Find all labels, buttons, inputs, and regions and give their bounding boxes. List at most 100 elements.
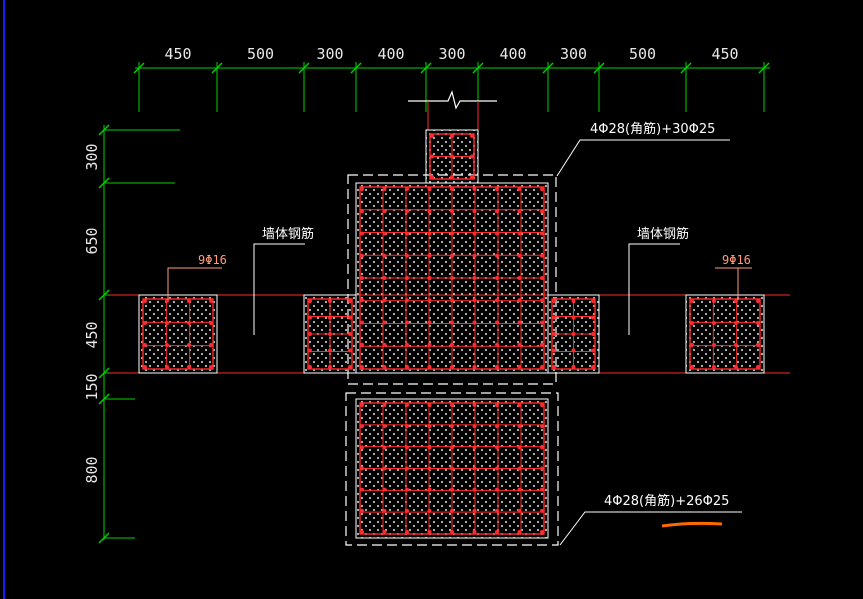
- rebar-dot: [427, 466, 432, 471]
- top-dimension-chain: [133, 62, 770, 112]
- rebar-dot: [405, 253, 409, 258]
- rebar-dot: [382, 487, 387, 492]
- rebar-dot: [382, 231, 387, 236]
- rebar-dot: [427, 403, 432, 407]
- rebar-dot: [540, 424, 544, 429]
- rebar-dot: [328, 299, 332, 303]
- rebar-dot: [382, 424, 387, 429]
- rebar-dot: [450, 134, 454, 138]
- rebar-dot: [360, 298, 364, 303]
- rebar-dot: [382, 466, 387, 471]
- rebar-dot: [360, 187, 364, 191]
- rebar-dot: [209, 365, 213, 369]
- rebar-dot: [472, 231, 477, 236]
- rebar-dot: [360, 320, 364, 325]
- top-dim-label: 300: [560, 45, 587, 63]
- wall-bar-leaders: [167, 267, 752, 300]
- rebar-dot: [495, 253, 499, 258]
- rebar-dot: [571, 365, 576, 369]
- rebar-dot: [450, 403, 454, 407]
- rebar-dot: [450, 154, 454, 159]
- rebar-dot: [472, 187, 477, 191]
- rebar-dot: [143, 365, 147, 369]
- rebar-dot: [405, 508, 409, 513]
- rebar-dot: [495, 445, 499, 450]
- rebar-dot: [517, 403, 522, 407]
- dimension-tick: [593, 62, 605, 74]
- dimension-tick: [472, 62, 484, 74]
- left-dim-label: 450: [83, 321, 101, 348]
- rebar-dot: [690, 321, 694, 325]
- rebar-dot: [517, 276, 522, 280]
- dimension-tick: [350, 62, 362, 74]
- rebar-dot: [430, 175, 434, 179]
- top-dim-label: 450: [164, 45, 191, 63]
- stirrup: [689, 298, 761, 370]
- rebar-dot: [348, 299, 352, 303]
- dimension-tick: [211, 62, 223, 74]
- rebar-dot: [427, 209, 432, 214]
- rebar-dot: [382, 342, 387, 347]
- rebar-dot: [450, 508, 454, 513]
- rebar-dot: [405, 231, 409, 236]
- rebar-dot: [591, 348, 595, 353]
- rebar-dot: [734, 321, 738, 325]
- dimension-tick: [420, 62, 432, 74]
- rebar-dot: [427, 445, 432, 450]
- rebar-dot: [427, 187, 432, 191]
- rebar-dot: [495, 231, 499, 236]
- dimension-tick: [680, 62, 692, 74]
- rebar-dot: [382, 253, 387, 258]
- rebar-dot: [405, 445, 409, 450]
- rebar-dot: [328, 315, 332, 320]
- rebar-dot: [495, 276, 499, 280]
- rebar-dot: [472, 508, 477, 513]
- rebar-dot: [209, 299, 213, 303]
- rebar-dot: [405, 342, 409, 347]
- rebar-dot: [472, 445, 477, 450]
- rebar-dot: [540, 445, 544, 450]
- rebar-dot: [308, 365, 312, 369]
- top-dim-label: 400: [377, 45, 404, 63]
- rebar-dot: [690, 343, 694, 347]
- rebar-dot: [540, 276, 544, 280]
- rebar-dot: [348, 315, 352, 320]
- rebar-dot: [472, 298, 477, 303]
- rebar-dot: [470, 134, 474, 138]
- rebar-dot: [591, 315, 595, 320]
- rebar-dot: [360, 424, 364, 429]
- rebar-dot: [450, 253, 454, 258]
- rebar-dot: [427, 231, 432, 236]
- rebar-dot: [495, 530, 499, 534]
- rebar-dot: [470, 154, 474, 159]
- rebar-dot: [540, 298, 544, 303]
- rebar-dot: [430, 154, 434, 159]
- top-dim-label: 400: [499, 45, 526, 63]
- rebar-dot: [165, 343, 169, 347]
- rebar-dot: [308, 348, 312, 353]
- rebar-dot: [517, 320, 522, 325]
- rebar-dot: [472, 276, 477, 280]
- wall-bars-label-left: 9Φ16: [198, 253, 227, 267]
- rebar-dot: [328, 348, 332, 353]
- rebar-dot: [472, 365, 477, 369]
- left-dim-label: 300: [83, 143, 101, 170]
- left-dimension-chain: [98, 124, 180, 544]
- rebar-dot: [517, 209, 522, 214]
- lower-column-rebar-label: 4Φ28(角筋)+26Φ25: [604, 493, 729, 509]
- left-dimension-labels: 300 650 450 150 800: [83, 143, 101, 483]
- rebar-dot: [571, 299, 576, 303]
- rebar-dot: [405, 530, 409, 534]
- break-line-symbol: [408, 90, 497, 110]
- rebar-dot: [495, 424, 499, 429]
- rebar-dot: [187, 365, 191, 369]
- rebar-dot: [540, 365, 544, 369]
- top-dim-label: 500: [247, 45, 274, 63]
- rebar-dot: [540, 187, 544, 191]
- rebar-dot: [450, 187, 454, 191]
- rebar-dot: [450, 424, 454, 429]
- rebar-dot: [472, 253, 477, 258]
- rebar-dot: [382, 445, 387, 450]
- rebar-dot: [591, 332, 595, 336]
